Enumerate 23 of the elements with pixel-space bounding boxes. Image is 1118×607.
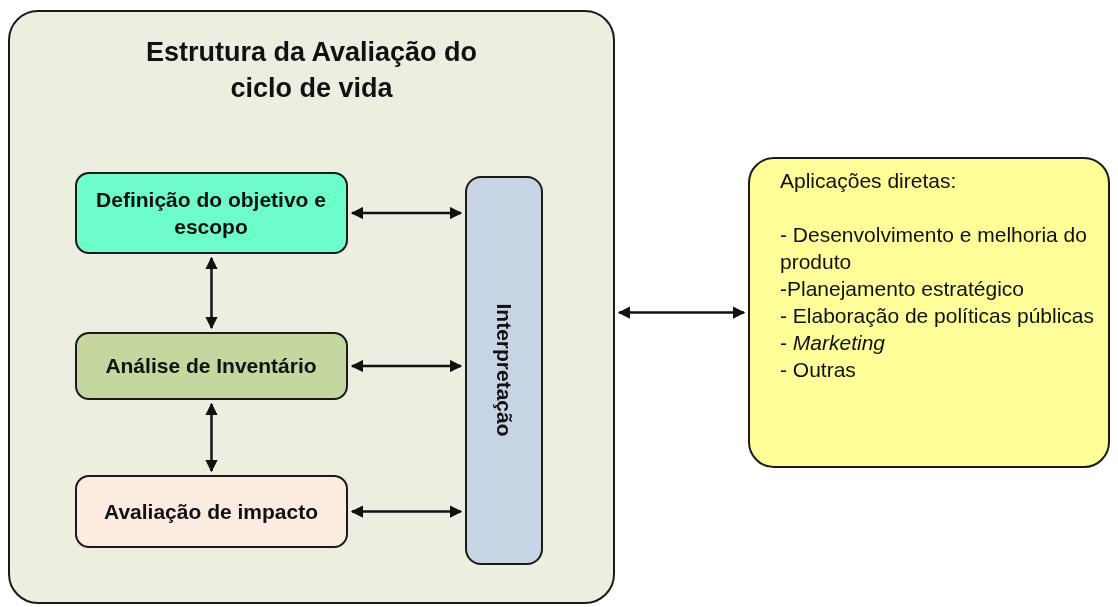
note-text: - Desenvolvimento e melhoria do produto [780,222,1088,275]
note-text: - Outras [780,357,857,383]
note-text: - Marketing [780,330,887,356]
box-label: Avaliação de impacto [104,498,318,525]
note-text: Aplicações diretas: [780,168,958,194]
box-label: Definição do objetivo e escopo [95,186,327,240]
double-arrow [350,359,463,373]
frame-title: Estrutura da Avaliação do ciclo de vida [144,36,479,105]
double-arrow [205,402,218,473]
note-box [748,157,1110,468]
double-arrow [205,256,218,330]
process-box [74,331,348,400]
double-arrow [617,306,746,319]
process-box [74,171,348,254]
vertical-label: Interpretação [491,303,516,437]
note-text: -Planejamento estratégico [780,276,1025,302]
vertical-bar [464,175,543,565]
double-arrow [350,505,463,518]
double-arrow [350,206,463,220]
process-box [74,474,348,548]
note-text: - Elaboração de políticas públicas [780,303,1095,329]
framework-panel [8,10,615,604]
box-label: Análise de Inventário [105,353,317,379]
